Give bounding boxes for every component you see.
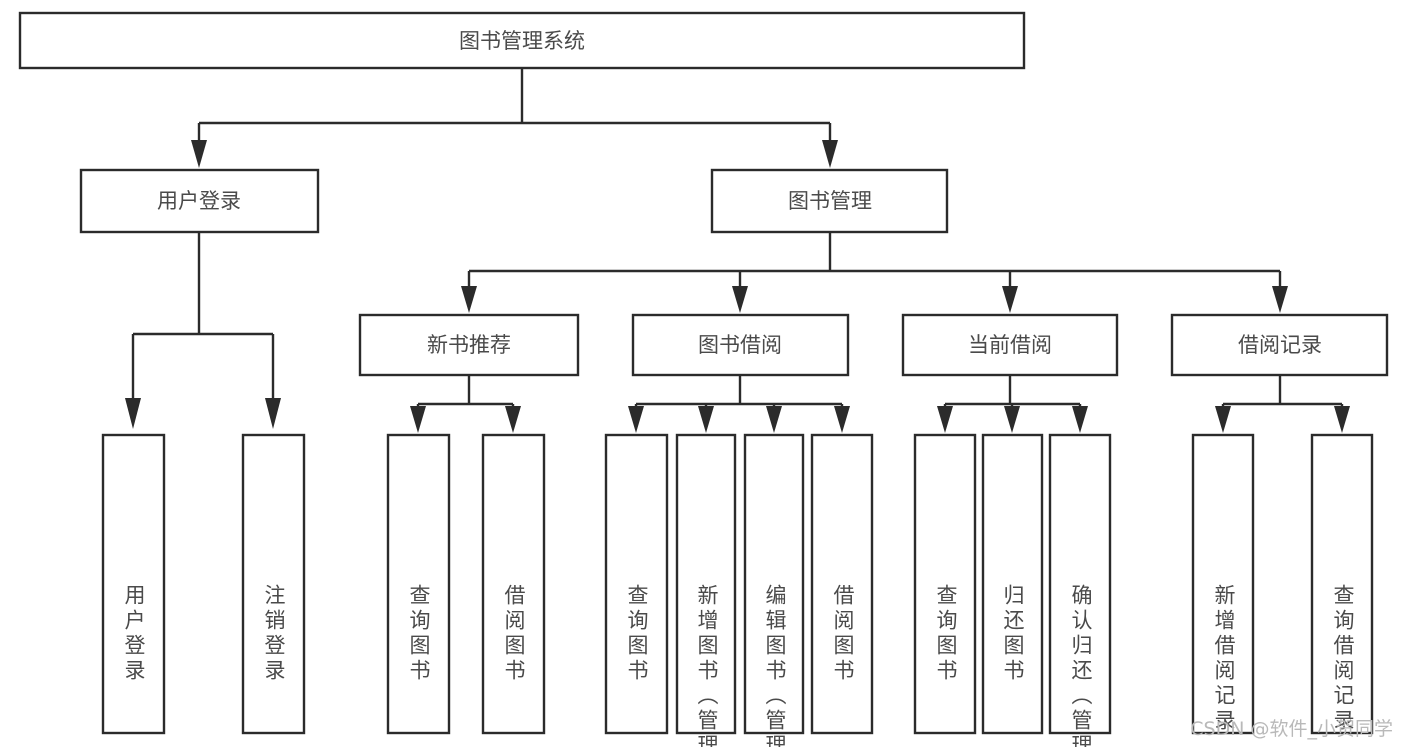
- leaf-add-book[interactable]: 新增图书（管理员）: [675, 433, 737, 747]
- leaf-query-book-1-box[interactable]: [386, 433, 451, 735]
- arrow-user-login-leaf-2: [265, 398, 281, 429]
- arrow-bm-to-current-borrow: [1002, 286, 1018, 313]
- leaf-return-book-label: 归还图书: [1001, 584, 1025, 684]
- leaf-query-book-3[interactable]: 查询图书: [913, 433, 977, 735]
- leaf-confirm-return-box[interactable]: [1048, 433, 1112, 735]
- leaf-query-book-1[interactable]: 查询图书: [386, 433, 451, 735]
- node-user-login-label: 用户登录: [157, 189, 241, 213]
- leaf-add-record-label: 新增借阅记录: [1212, 584, 1236, 734]
- node-new-book-recommend-label: 新书推荐: [427, 333, 511, 357]
- leaf-add-record-box[interactable]: [1191, 433, 1255, 735]
- leaf-query-book-2[interactable]: 查询图书: [604, 433, 669, 735]
- node-current-borrow-box[interactable]: [901, 313, 1119, 377]
- node-book-management-label: 图书管理: [788, 189, 872, 213]
- arrow-current-borrow-leaf-2: [1004, 406, 1020, 433]
- node-borrow-record-label: 借阅记录: [1238, 333, 1322, 357]
- leaf-user-logout[interactable]: 注销登录: [241, 433, 306, 735]
- arrow-current-borrow-leaf-1: [937, 406, 953, 433]
- leaf-edit-book[interactable]: 编辑图书（管理员）: [743, 433, 805, 747]
- leaf-borrow-book-2-label: 借阅图书: [831, 584, 855, 684]
- node-user-login[interactable]: 用户登录: [79, 168, 320, 234]
- node-book-borrow-box[interactable]: [631, 313, 850, 377]
- leaf-query-record-label: 查询借阅记录: [1331, 584, 1355, 734]
- node-current-borrow[interactable]: 当前借阅: [901, 313, 1119, 377]
- leaf-borrow-book-2-box[interactable]: [810, 433, 874, 735]
- arrow-current-borrow-leaf-3: [1072, 406, 1088, 433]
- node-new-book-recommend-box[interactable]: [358, 313, 580, 377]
- arrow-bm-to-new-book-recommend: [461, 286, 477, 313]
- arrow-borrow-record-leaf-2: [1334, 406, 1350, 433]
- arrow-root-to-book-management: [822, 140, 838, 168]
- arrow-root-to-user-login: [191, 140, 207, 168]
- leaf-user-login-label: 用户登录: [122, 584, 146, 684]
- node-borrow-record-box[interactable]: [1170, 313, 1389, 377]
- leaf-user-logout-label: 注销登录: [262, 584, 286, 684]
- leaf-query-book-2-label: 查询图书: [625, 584, 649, 684]
- leaf-query-book-2-box[interactable]: [604, 433, 669, 735]
- node-book-borrow[interactable]: 图书借阅: [631, 313, 850, 377]
- leaf-edit-book-label: 编辑图书（管理员）: [763, 584, 787, 747]
- node-root-system-label: 图书管理系统: [459, 29, 585, 53]
- arrow-new-book-leaf-1: [410, 406, 426, 433]
- arrow-book-borrow-leaf-2: [698, 406, 714, 433]
- node-book-management-box[interactable]: [710, 168, 949, 234]
- leaf-query-record-box[interactable]: [1310, 433, 1374, 735]
- node-borrow-record[interactable]: 借阅记录: [1170, 313, 1389, 377]
- leaf-user-login[interactable]: 用户登录: [101, 433, 166, 735]
- arrow-bm-to-book-borrow: [732, 286, 748, 313]
- arrow-bm-to-borrow-record: [1272, 286, 1288, 313]
- arrow-book-borrow-leaf-3: [766, 406, 782, 433]
- leaf-confirm-return-label: 确认归还（管理员）: [1069, 584, 1093, 747]
- arrow-borrow-record-leaf-1: [1215, 406, 1231, 433]
- leaf-confirm-return[interactable]: 确认归还（管理员）: [1048, 433, 1112, 747]
- node-root-system[interactable]: 图书管理系统: [18, 11, 1026, 70]
- leaf-add-book-box[interactable]: [675, 433, 737, 735]
- arrow-book-borrow-leaf-1: [628, 406, 644, 433]
- leaf-borrow-book-1[interactable]: 借阅图书: [481, 433, 546, 735]
- connector-layer: [125, 68, 1350, 433]
- node-current-borrow-label: 当前借阅: [968, 333, 1052, 357]
- node-new-book-recommend[interactable]: 新书推荐: [358, 313, 580, 377]
- leaf-add-book-label: 新增图书（管理员）: [695, 584, 719, 747]
- node-root-system-box[interactable]: [18, 11, 1026, 70]
- leaf-borrow-book-1-label: 借阅图书: [502, 584, 526, 684]
- leaf-return-book[interactable]: 归还图书: [981, 433, 1044, 735]
- leaf-edit-book-box[interactable]: [743, 433, 805, 735]
- node-user-login-box[interactable]: [79, 168, 320, 234]
- leaf-user-login-box[interactable]: [101, 433, 166, 735]
- leaf-add-record[interactable]: 新增借阅记录: [1191, 433, 1255, 735]
- leaf-query-record[interactable]: 查询借阅记录: [1310, 433, 1374, 735]
- leaf-query-book-3-box[interactable]: [913, 433, 977, 735]
- node-book-management[interactable]: 图书管理: [710, 168, 949, 234]
- node-book-borrow-label: 图书借阅: [698, 333, 782, 357]
- leaf-return-book-box[interactable]: [981, 433, 1044, 735]
- leaf-borrow-book-2[interactable]: 借阅图书: [810, 433, 874, 735]
- arrow-book-borrow-leaf-4: [834, 406, 850, 433]
- leaf-query-book-1-label: 查询图书: [407, 584, 431, 684]
- leaf-query-book-3-label: 查询图书: [934, 584, 958, 684]
- leaf-borrow-book-1-box[interactable]: [481, 433, 546, 735]
- arrow-new-book-leaf-2: [505, 406, 521, 433]
- arrow-user-login-leaf-1: [125, 398, 141, 429]
- leaf-user-logout-box[interactable]: [241, 433, 306, 735]
